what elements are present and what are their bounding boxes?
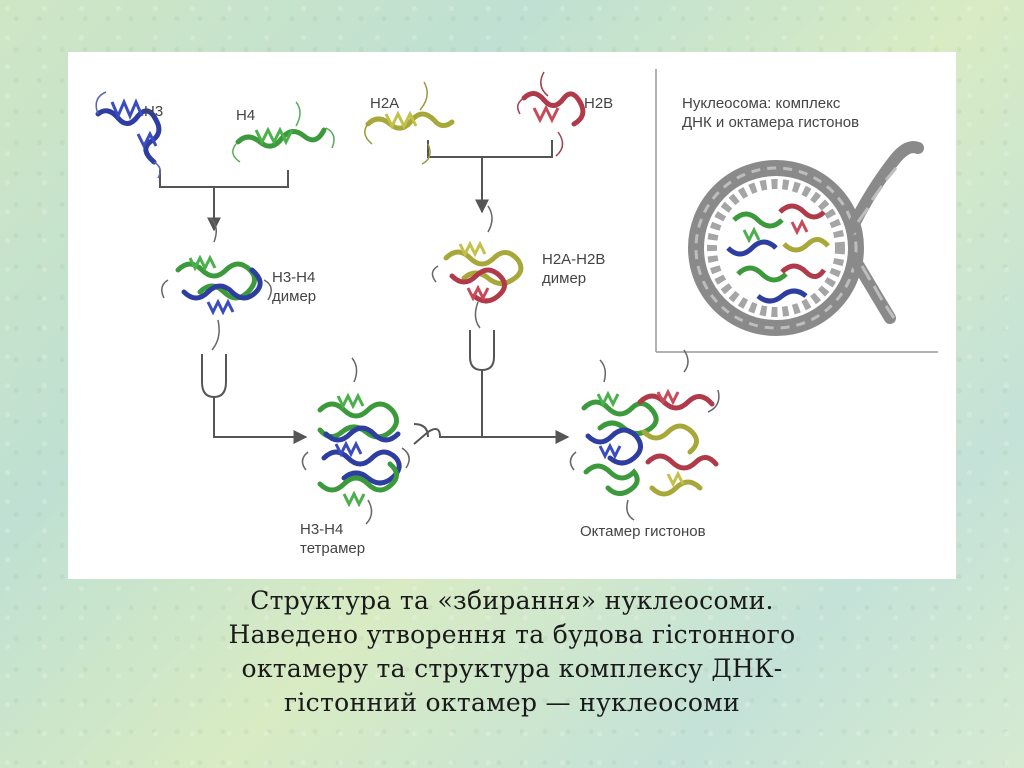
h3h4-dimer — [162, 218, 271, 350]
caption-line-4: гістонний октамер — нуклеосоми — [100, 686, 924, 720]
label-h2ah2b-dimer-line2: димер — [542, 269, 605, 288]
caption-line-3: октамеру та структура комплексу ДНК- — [100, 652, 924, 686]
label-h3h4-dimer-line1: H3-H4 — [272, 268, 316, 287]
label-tetramer-line2: тетрамер — [300, 539, 365, 558]
label-nucleosome-line2: ДНК и октамера гистонов — [682, 113, 859, 132]
label-h4: H4 — [236, 106, 255, 125]
label-h2b: H2B — [584, 94, 613, 113]
label-nucleosome: Нуклеосома: комплекс ДНК и октамера гист… — [682, 94, 859, 132]
h2b-monomer — [518, 72, 583, 156]
arrow-to-tetramer — [214, 397, 306, 437]
caption-line-1: Структура та «збирання» нуклеосоми. — [100, 584, 924, 618]
h2ah2b-dimer — [432, 206, 520, 328]
label-nucleosome-line1: Нуклеосома: комплекс — [682, 94, 859, 113]
label-tetramer: H3-H4 тетрамер — [300, 520, 365, 558]
h3h4-tetramer — [302, 358, 409, 524]
histone-octamer — [570, 350, 718, 520]
histone-assembly-figure: H3 H4 H2A H2B H3-H4 димер H2A-H2B димер … — [68, 52, 956, 579]
label-h3h4-dimer-line2: димер — [272, 287, 316, 306]
label-h2a: H2A — [370, 94, 399, 113]
arrow-to-octamer — [414, 429, 568, 444]
nucleosome-dna-complex — [696, 147, 918, 328]
caption-line-2: Наведено утворення та будова гістонного — [100, 618, 924, 652]
label-h3h4-dimer: H3-H4 димер — [272, 268, 316, 306]
label-octamer: Октамер гистонов — [580, 522, 706, 541]
label-tetramer-line1: H3-H4 — [300, 520, 365, 539]
slide-caption: Структура та «збирання» нуклеосоми. Наве… — [100, 584, 924, 720]
label-h2ah2b-dimer: H2A-H2B димер — [542, 250, 605, 288]
label-h3: H3 — [144, 102, 163, 121]
label-h2ah2b-dimer-line1: H2A-H2B — [542, 250, 605, 269]
